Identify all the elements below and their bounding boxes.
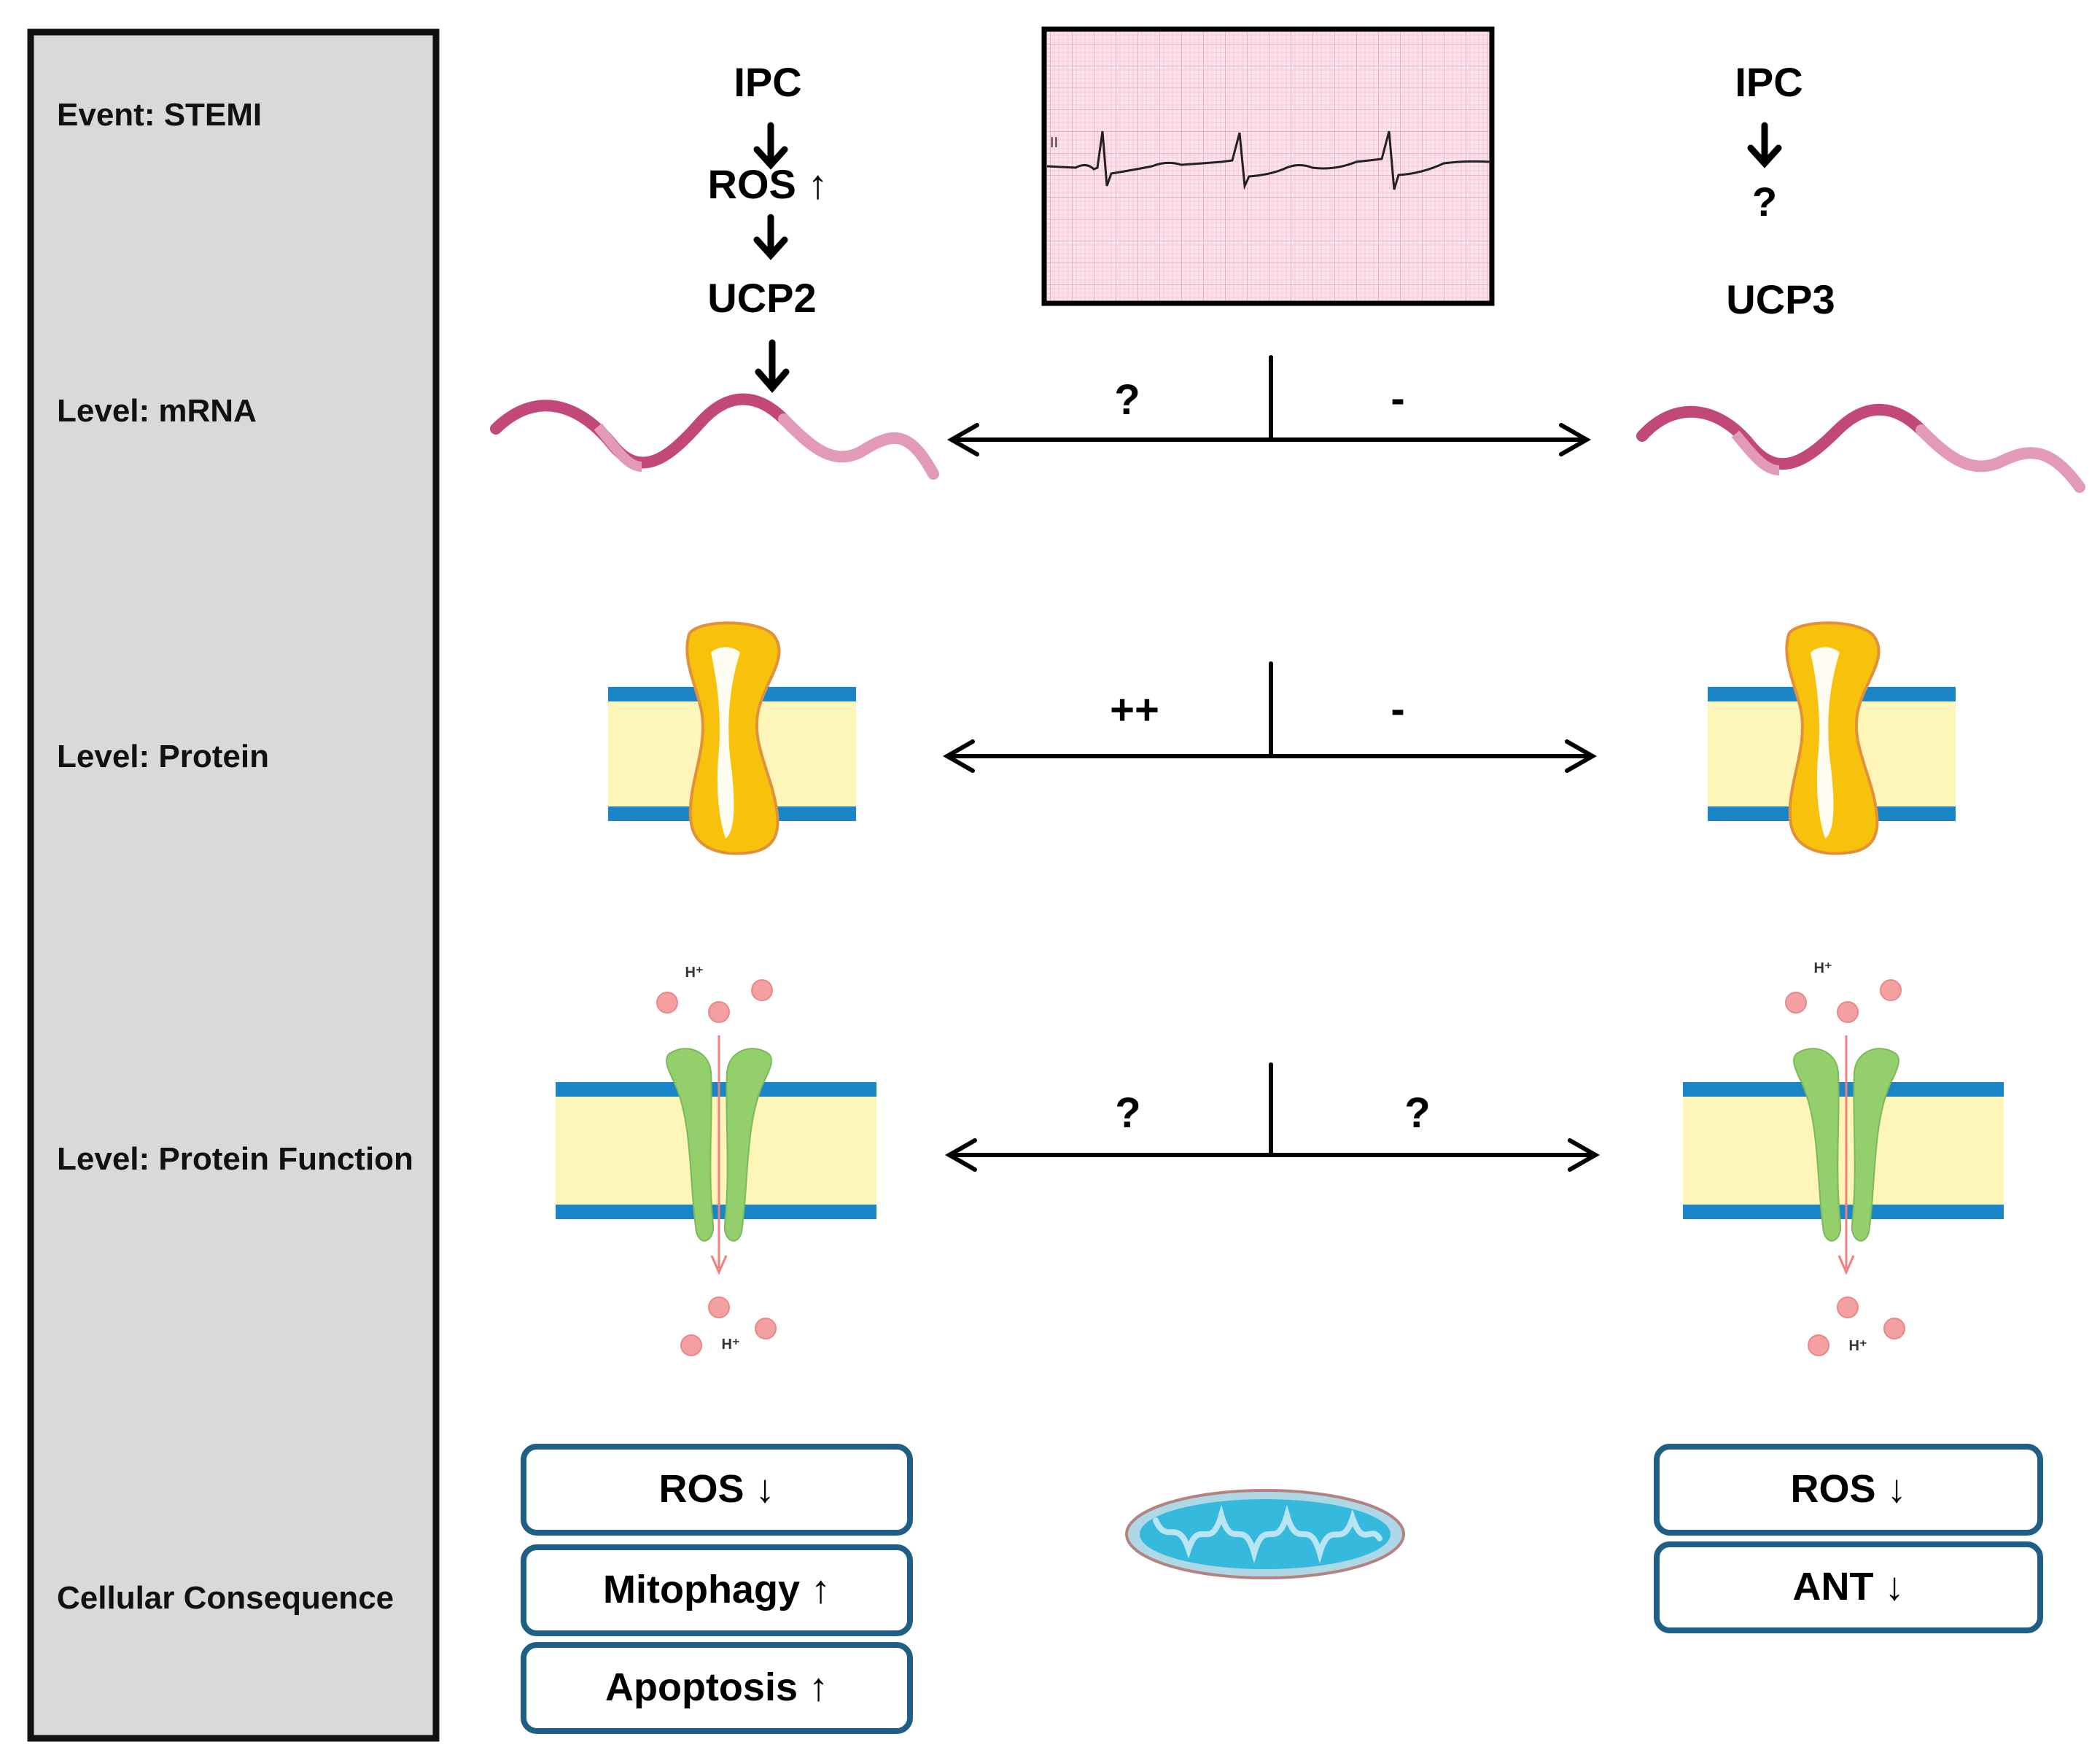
consequence-box <box>1654 1444 2043 1536</box>
consequence-mitophagy-label: Mitophagy ↑ <box>603 1568 831 1611</box>
proton-label-top: H⁺ <box>1814 960 1832 976</box>
ecg-trace <box>1046 131 1491 190</box>
ucp2-consequence-boxes: ROS ↓ Mitophagy ↑ Apoptosis ↑ <box>521 1444 913 1734</box>
ucp3-protein-transporter <box>1708 621 1956 855</box>
comparison-arrow-protein <box>942 661 1598 773</box>
mitochondrion-icon <box>1125 1489 1405 1579</box>
ecg-lead-label: II <box>1050 135 1058 151</box>
consequence-box <box>1654 1541 2043 1633</box>
consequence-ant-label: ANT ↓ <box>1793 1565 1905 1609</box>
consequence-box <box>521 1544 913 1636</box>
down-arrow-icon <box>755 339 790 393</box>
level-consequence-label: Cellular Consequence <box>57 1580 394 1616</box>
comparison-arrow-mrna <box>946 355 1592 456</box>
down-arrow-icon <box>1747 122 1782 168</box>
ucp3-consequence-boxes: ROS ↓ ANT ↓ <box>1654 1444 2043 1633</box>
function-left-sign: ? <box>1115 1089 1140 1137</box>
protein-left-sign: ++ <box>1110 686 1159 734</box>
level-mrna-label: Level: mRNA <box>57 393 257 429</box>
consequence-apoptosis-label: Apoptosis ↑ <box>605 1665 828 1709</box>
left-ucp2-label: UCP2 <box>707 275 816 321</box>
down-arrow-icon <box>753 122 788 170</box>
consequence-ros-label: ROS ↓ <box>658 1467 774 1511</box>
function-right-sign: ? <box>1404 1089 1430 1137</box>
down-arrow-icon <box>753 214 788 260</box>
left-ipc-label: IPC <box>734 59 801 105</box>
proton-label-bottom: H⁺ <box>1849 1338 1867 1354</box>
right-ucp3-label: UCP3 <box>1726 276 1835 322</box>
ucp2-proton-channel: H⁺ H⁺ <box>556 965 876 1356</box>
right-unknown-step: ? <box>1752 179 1777 225</box>
ucp3-proton-channel: H⁺ H⁺ <box>1683 960 2004 1356</box>
level-panel <box>27 28 440 1742</box>
ucp3-mrna-ribbon <box>1636 403 2085 493</box>
level-event-label: Event: STEMI <box>57 97 262 133</box>
left-ros-label: ROS ↑ <box>708 161 828 207</box>
mrna-right-sign: - <box>1391 375 1404 422</box>
comparison-arrow-function <box>944 1062 1601 1172</box>
consequence-ros-label: ROS ↓ <box>1790 1467 1906 1511</box>
level-protein-label: Level: Protein <box>57 739 269 774</box>
level-function-label: Level: Protein Function <box>57 1141 413 1177</box>
protein-right-sign: - <box>1391 685 1404 733</box>
right-ipc-label: IPC <box>1735 59 1802 105</box>
mrna-left-sign: ? <box>1114 376 1140 424</box>
ucp2-mrna-ribbon <box>490 393 939 480</box>
proton-label-bottom: H⁺ <box>722 1337 740 1353</box>
consequence-box <box>521 1642 913 1734</box>
ecg-strip: II <box>1041 26 1495 306</box>
ucp2-protein-transporter <box>608 621 856 855</box>
consequence-box <box>521 1444 913 1536</box>
proton-label-top: H⁺ <box>685 965 704 981</box>
